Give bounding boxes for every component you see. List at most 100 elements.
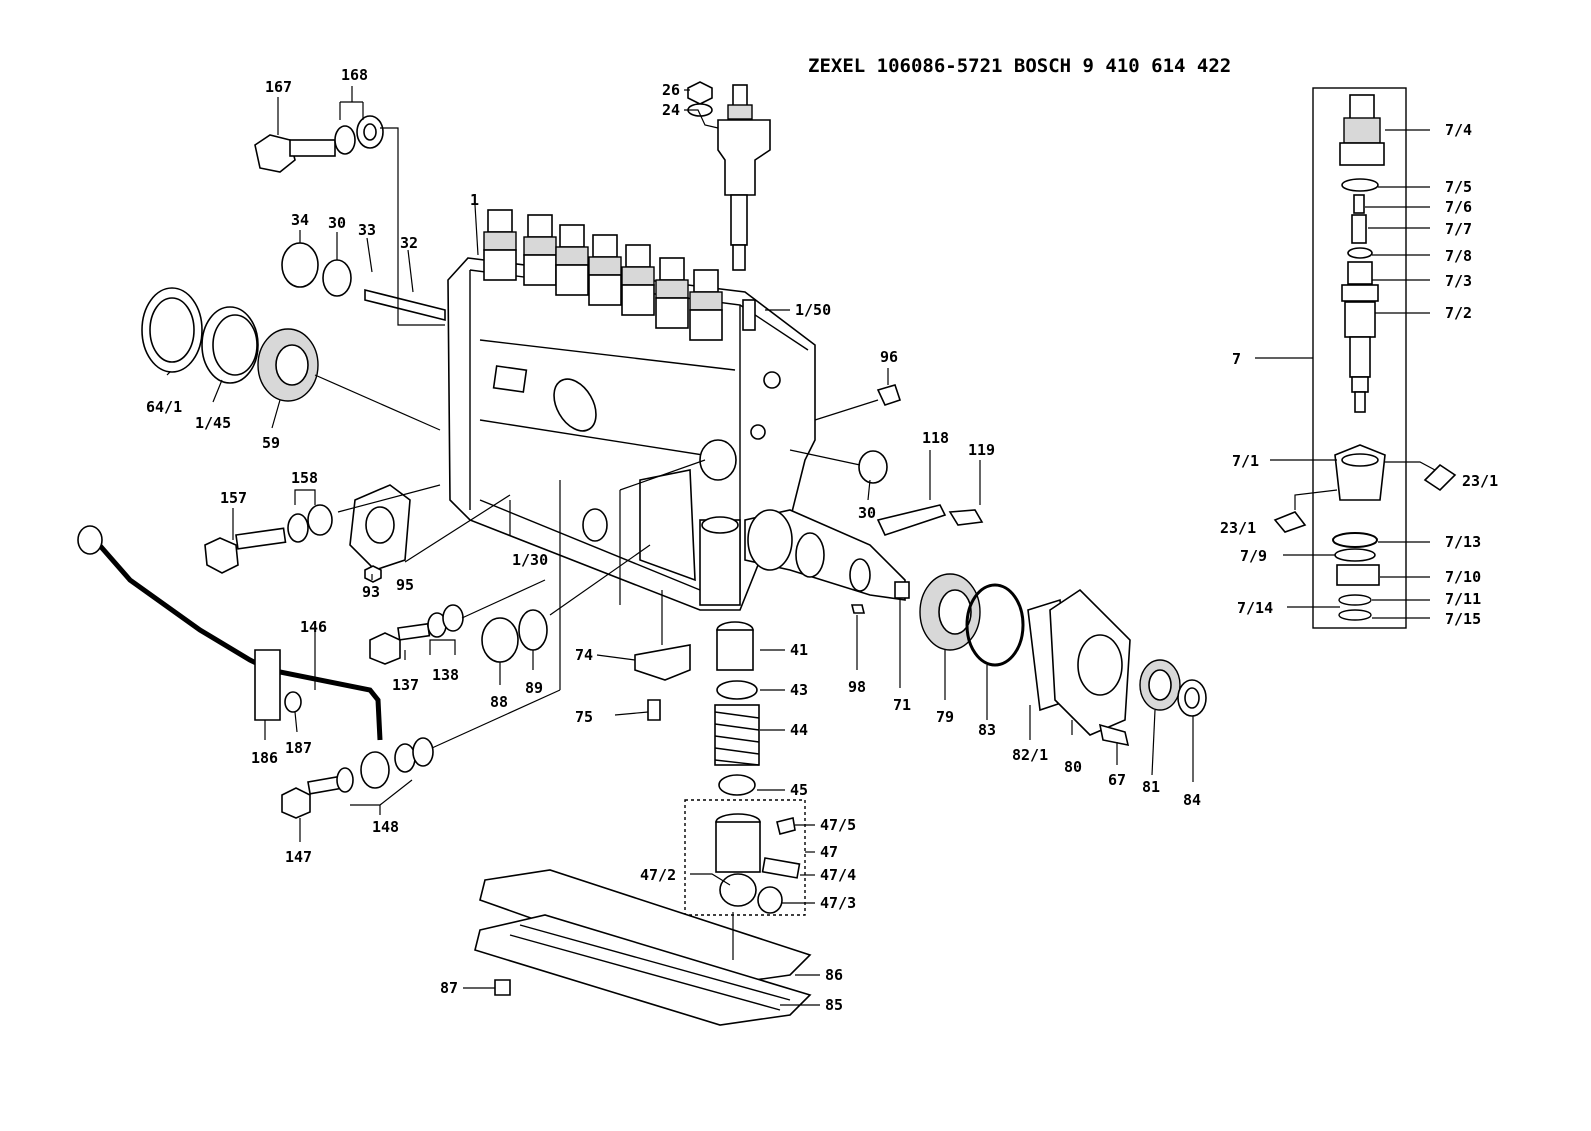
nut-26	[687, 81, 713, 105]
callout-59: 59	[262, 434, 280, 452]
oring-89	[518, 609, 548, 651]
bearing-59	[257, 328, 319, 402]
washers-148	[336, 737, 434, 793]
callout-93: 93	[362, 583, 380, 601]
pin-47-5	[776, 817, 796, 835]
callout-1-30: 1/30	[512, 551, 548, 569]
callout-146: 146	[300, 618, 327, 636]
pin-47-4	[761, 857, 801, 879]
callout-45: 45	[790, 781, 808, 799]
callout-7-14: 7/14	[1237, 599, 1273, 617]
screw-96	[876, 384, 902, 406]
bolt-147	[281, 775, 341, 819]
callout-7-3: 7/3	[1445, 272, 1472, 290]
callout-119: 119	[968, 441, 995, 459]
callout-64-1: 64/1	[146, 398, 182, 416]
bearing-cover-80	[1049, 588, 1131, 736]
ring-1-45	[201, 306, 259, 384]
callout-7-15: 7/15	[1445, 610, 1481, 628]
callout-83: 83	[978, 721, 996, 739]
callout-1: 1	[470, 191, 479, 209]
callout-7: 7	[1232, 350, 1241, 368]
seal-ring-64-1	[141, 287, 203, 373]
roller-guide-41	[716, 621, 754, 671]
washers-168	[334, 115, 384, 155]
callout-26: 26	[662, 81, 680, 99]
callout-7-7: 7/7	[1445, 220, 1472, 238]
control-rack-32	[364, 288, 446, 322]
screw-75	[647, 699, 661, 721]
fuel-pipe-146	[93, 538, 383, 741]
callout-43: 43	[790, 681, 808, 699]
diagram-title: ZEXEL 106086-5721 BOSCH 9 410 614 422	[808, 55, 1231, 77]
washers-138	[427, 604, 464, 638]
callout-186: 186	[251, 749, 278, 767]
callout-7-10: 7/10	[1445, 568, 1481, 586]
bolt-119	[948, 509, 984, 526]
callout-80: 80	[1064, 758, 1082, 776]
callout-7-6: 7/6	[1445, 198, 1472, 216]
bolt-137	[369, 622, 431, 665]
callout-147: 147	[285, 848, 312, 866]
bearing-79	[919, 573, 981, 651]
clip-23-1-b	[1273, 511, 1307, 533]
callout-168: 168	[341, 66, 368, 84]
callout-71: 71	[893, 696, 911, 714]
callout-47-4: 47/4	[820, 866, 856, 884]
callout-87: 87	[440, 979, 458, 997]
gasket-86	[479, 869, 812, 986]
delivery-valve-holders	[483, 209, 723, 341]
banjo-eye	[77, 525, 103, 555]
callout-148: 148	[372, 818, 399, 836]
callout-118: 118	[922, 429, 949, 447]
callout-7-1: 7/1	[1232, 452, 1259, 470]
clip-23-1-a	[1423, 463, 1457, 492]
callout-82-1: 82/1	[1012, 746, 1048, 764]
tappet-47-frame	[684, 799, 806, 916]
banjo-fitting	[360, 751, 390, 789]
callout-79: 79	[936, 708, 954, 726]
callout-67: 67	[1108, 771, 1126, 789]
callout-96: 96	[880, 348, 898, 366]
callout-81: 81	[1142, 778, 1160, 796]
callout-84: 84	[1183, 791, 1201, 809]
callout-47-3: 47/3	[820, 894, 856, 912]
tappet-body-47-2	[715, 813, 761, 907]
callout-137: 137	[392, 676, 419, 694]
bracket-118	[876, 504, 947, 536]
callout-30-right: 30	[858, 504, 876, 522]
callout-23-1-left: 23/1	[1220, 519, 1256, 537]
callout-47: 47	[820, 843, 838, 861]
camshaft	[744, 509, 910, 601]
cap-30-right	[858, 450, 888, 484]
callout-86: 86	[825, 966, 843, 984]
key-98	[850, 604, 866, 614]
callout-30: 30	[328, 214, 346, 232]
callout-89: 89	[525, 679, 543, 697]
callout-47-5: 47/5	[820, 816, 856, 834]
ring-84	[1177, 679, 1207, 717]
nut-93	[364, 565, 382, 583]
cap-30	[322, 259, 352, 297]
callout-7-13: 7/13	[1445, 533, 1481, 551]
callout-23-1-right: 23/1	[1462, 472, 1498, 490]
delivery-valve-assembly	[717, 84, 771, 331]
screw-67	[1098, 723, 1130, 747]
callout-7-9: 7/9	[1240, 547, 1267, 565]
callout-75: 75	[575, 708, 593, 726]
washers-158	[287, 504, 333, 543]
screw-87	[494, 979, 511, 996]
spring-seat-43	[716, 680, 758, 700]
callout-34: 34	[291, 211, 309, 229]
pump-housing	[447, 257, 816, 611]
seal-81	[1139, 659, 1181, 711]
callout-88: 88	[490, 693, 508, 711]
oring-83	[965, 583, 1025, 667]
spring-seat-45	[718, 774, 756, 796]
callout-158: 158	[291, 469, 318, 487]
callout-98: 98	[848, 678, 866, 696]
bearing-shell-74	[634, 644, 691, 681]
callout-95: 95	[396, 576, 414, 594]
callout-1-45: 1/45	[195, 414, 231, 432]
